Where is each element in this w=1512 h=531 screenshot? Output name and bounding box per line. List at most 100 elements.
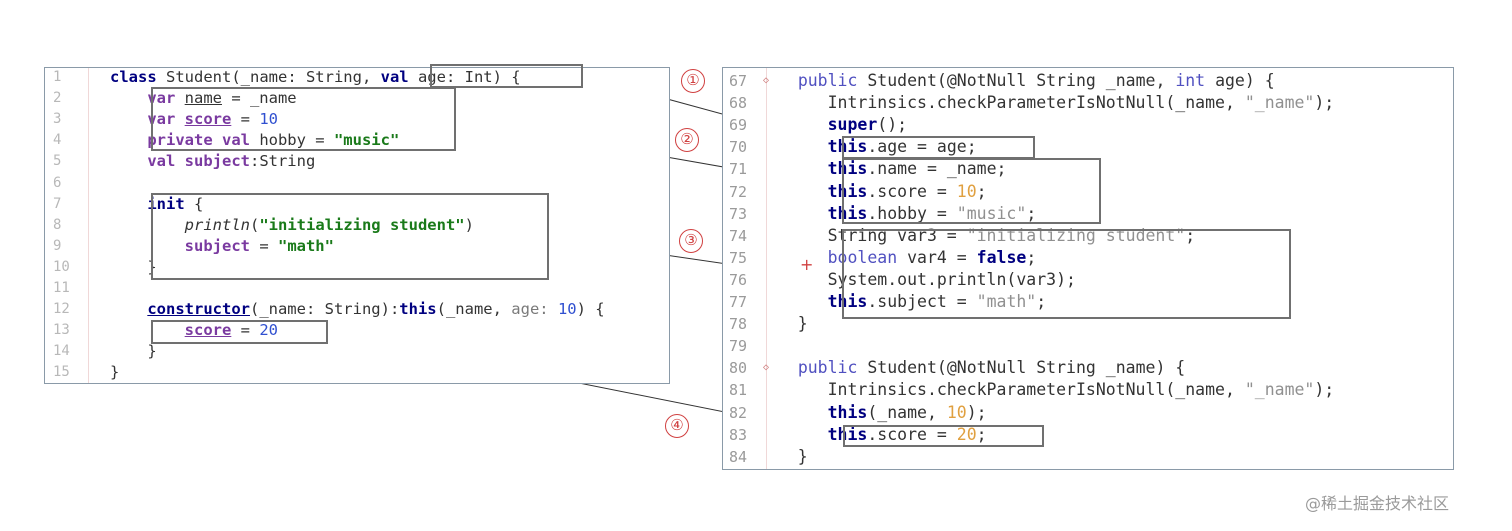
step-marker-1: ① [681, 69, 705, 93]
code-text: val subject:String [110, 151, 315, 172]
code-text: class Student(_name: String, val age: In… [110, 67, 521, 88]
line-number: 82 [729, 403, 748, 422]
code-token [768, 425, 828, 444]
code-text: this.score = 20; [768, 424, 987, 446]
code-token: 10 [259, 110, 278, 129]
line-number: 74 [729, 226, 748, 245]
line-number: 13 [53, 322, 70, 339]
code-token: this [827, 292, 868, 311]
code-text: score = 20 [110, 320, 278, 341]
line-number: 73 [729, 204, 748, 223]
code-token [110, 110, 147, 128]
line-number: 15 [53, 364, 70, 381]
code-token: false [976, 247, 1027, 267]
code-token: ; [1036, 292, 1047, 311]
code-token: score [184, 110, 232, 129]
kotlin-line: 3 var score = 10 [45, 109, 665, 130]
code-token: age: [511, 300, 558, 319]
step-marker-4: ④ [665, 414, 689, 438]
kotlin-line: 13 score = 20 [45, 320, 665, 341]
java-line: 70 this.age = age; [723, 136, 1451, 158]
code-token: ) { [576, 300, 605, 319]
code-text: public Student(@NotNull String _name) { [768, 357, 1185, 379]
code-text: var name = _name [110, 88, 296, 109]
code-token [110, 131, 147, 149]
code-token: name [184, 89, 222, 108]
code-text: } [768, 446, 808, 468]
code-token: 20 [956, 424, 977, 444]
left-gutter-line [88, 68, 89, 383]
code-token: subject [184, 236, 250, 255]
code-token: ); [1314, 93, 1335, 113]
kotlin-line: 5 val subject:String [45, 151, 665, 172]
kotlin-line: 8 println("initializing student") [45, 215, 665, 236]
java-line: 84 } [723, 446, 1451, 468]
java-line: 76 System.out.println(var3); [723, 269, 1451, 291]
kotlin-line: 9 subject = "math" [45, 236, 665, 257]
code-token: 10 [956, 181, 977, 201]
highlight-this-score-20 [843, 425, 1044, 447]
code-token [768, 248, 828, 267]
code-token: System.out.println(var3); [768, 269, 1076, 289]
java-line: 80 ◇ public Student(@NotNull String _name… [723, 357, 1451, 379]
highlight-properties [151, 87, 456, 151]
java-line: 68 Intrinsics.checkParameterIsNotNull(_n… [723, 92, 1451, 114]
code-token: var [147, 110, 185, 129]
code-token: "math" [277, 236, 334, 255]
line-number: 78 [729, 315, 748, 334]
java-line: 81 Intrinsics.checkParameterIsNotNull(_n… [723, 379, 1451, 401]
kotlin-line: 6 [45, 173, 665, 194]
line-number: 79 [729, 337, 748, 356]
code-token: "music" [333, 131, 400, 150]
line-number: 11 [53, 280, 70, 296]
code-text: } [768, 313, 808, 335]
java-line: 75 boolean var4 = false; [723, 247, 1451, 269]
code-token [110, 89, 147, 107]
line-number: 80 [729, 359, 748, 378]
code-token: score [184, 321, 232, 340]
code-token: (_name, [867, 402, 947, 422]
code-token: this [827, 424, 868, 444]
code-token: :String [249, 152, 316, 171]
right-gutter-line [766, 68, 767, 469]
code-token: = [249, 236, 278, 255]
code-text: Intrinsics.checkParameterIsNotNull(_name… [768, 92, 1335, 114]
line-number: 68 [729, 94, 748, 113]
kotlin-line: 2 var name = _name [45, 88, 665, 109]
highlight-val-age [430, 64, 583, 88]
code-token: 10 [557, 300, 577, 319]
code-token [110, 195, 147, 213]
code-token: ; [1185, 225, 1196, 245]
fold-icon[interactable]: ◇ [763, 75, 770, 86]
fold-icon[interactable]: ◇ [763, 362, 770, 374]
code-token: this [827, 402, 868, 422]
code-token: ; [976, 424, 987, 444]
code-token: 10 [946, 402, 967, 422]
code-token: subject [184, 152, 250, 171]
code-text: this(_name, 10); [768, 402, 987, 424]
code-text: public Student(@NotNull String _name, in… [768, 70, 1275, 92]
line-number: 77 [729, 293, 748, 311]
kotlin-line: 7 init { [45, 194, 665, 215]
line-number: 4 [53, 132, 62, 149]
code-token: private val [147, 131, 260, 150]
line-number: 14 [53, 343, 70, 360]
highlight-init-block [151, 193, 549, 280]
code-token: init [147, 194, 194, 213]
code-token: .hobby = [867, 203, 957, 223]
step-marker-2: ② [675, 128, 699, 152]
line-number: 70 [729, 138, 748, 157]
java-line: 73 this.hobby = "music"; [723, 203, 1451, 225]
line-number: 83 [729, 425, 748, 444]
code-text: } [110, 341, 156, 362]
code-token: "_name" [1244, 93, 1315, 113]
code-token: } [110, 257, 157, 276]
step-marker-3: ③ [679, 229, 703, 253]
highlight-init-code [842, 229, 1291, 319]
line-number: 5 [53, 153, 62, 170]
code-token: hobby = [259, 131, 334, 150]
code-token: = [231, 110, 260, 129]
code-text: } [110, 257, 157, 278]
java-line: 82 this(_name, 10); [723, 402, 1451, 424]
code-text: this.score = 10; [768, 181, 987, 203]
